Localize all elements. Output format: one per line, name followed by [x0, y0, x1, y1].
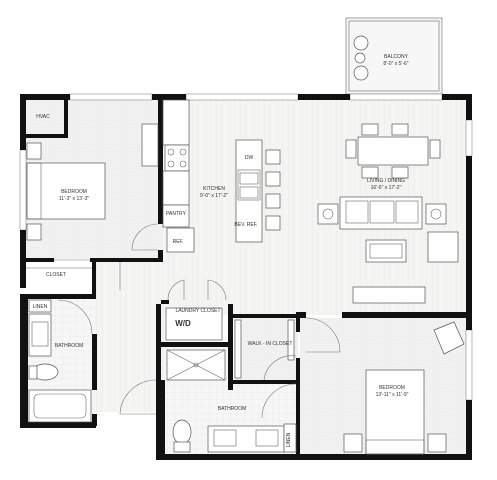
closet-rod-icon	[287, 319, 295, 361]
closet1-label: CLOSET	[46, 272, 66, 278]
windows	[19, 93, 473, 401]
bathtub-icon	[28, 389, 92, 423]
hallway	[119, 262, 157, 415]
armchair-icon	[427, 231, 459, 263]
dining-chair-icon	[361, 123, 379, 136]
bed-icon	[365, 369, 425, 455]
bedroom-1: BEDROOM 11'-3" x 13'-3"	[26, 123, 159, 251]
closet-1: CLOSET	[26, 259, 92, 278]
balcony: BALCONY 8'-0" x 5'-6"	[345, 17, 443, 95]
laundry-label: LAUNDRY CLOSET	[175, 308, 220, 314]
walk-in-closet: WALK - IN CLOSET	[234, 319, 297, 381]
cooktop-icon	[164, 144, 190, 172]
bedroom2-door-icon	[305, 317, 341, 353]
coffee-table-icon	[365, 239, 407, 263]
sofa-icon	[339, 196, 423, 230]
refrigerator-icon	[166, 227, 195, 253]
bedroom2-label: BEDROOM	[379, 385, 405, 391]
closet-rod-icon	[234, 319, 242, 379]
living-dining: LIVING / DINING 16'-6" x 17'-2"	[317, 123, 459, 304]
stool-icon	[265, 215, 281, 231]
kitchen-counter-icon	[162, 99, 190, 146]
wd-label: W/D	[175, 319, 191, 328]
bath1-inner-door-icon	[57, 299, 93, 335]
bed-icon	[26, 162, 106, 220]
nightstand-icon	[343, 433, 363, 453]
bedroom1-label: BEDROOM	[61, 189, 87, 195]
laundry-closet: LAUNDRY CLOSET W/D	[165, 279, 227, 341]
dining-chair-icon	[391, 166, 409, 179]
living-dims: 16'-6" x 17'-2"	[371, 185, 402, 191]
bathroom-2: LINEN BATHROOM	[172, 383, 297, 453]
bathroom1-label: BATHROOM	[55, 343, 84, 349]
dining-chair-icon	[429, 139, 441, 159]
media-console-icon	[352, 286, 426, 304]
balcony-label: BALCONY	[384, 54, 409, 60]
laundry-door-icon	[167, 279, 185, 301]
balcony-table-icon	[354, 52, 366, 64]
bathroom-1: LINEN BATHROOM	[28, 299, 93, 423]
hvac-room: HVAC	[36, 114, 50, 120]
living-label: LIVING / DINING	[367, 178, 405, 184]
stool-icon	[265, 171, 281, 187]
side-table-icon	[425, 203, 447, 225]
bathroom2-label: BATHROOM	[218, 406, 247, 412]
pantry-label: PANTRY	[166, 211, 186, 217]
linen2-shelf-icon	[283, 423, 297, 453]
balcony-chair-bottom-icon	[353, 65, 369, 81]
linen1-shelf-icon	[28, 299, 52, 313]
balcony-dims: 8'-0" x 5'-6"	[383, 61, 408, 67]
nightstand-icon	[26, 223, 42, 241]
double-vanity-icon	[207, 425, 285, 453]
side-table-icon	[317, 203, 339, 225]
walkin-door-icon	[263, 355, 297, 381]
kitchen-counter-icon	[162, 170, 190, 206]
balcony-chair-top-icon	[353, 35, 369, 51]
bedroom1-dims: 11'-3" x 13'-3"	[59, 196, 90, 202]
linen2-label: LINEN	[286, 432, 292, 447]
accent-chair-icon	[433, 321, 465, 355]
bedroom2-dims: 13'-11" x 11'-9"	[376, 392, 409, 398]
stool-icon	[265, 149, 281, 165]
dresser-icon	[141, 123, 159, 167]
washer-dryer-icon	[165, 307, 223, 341]
dining-table-icon	[357, 136, 429, 166]
kitchen-island-icon	[235, 139, 263, 243]
bev-ref-label: BEV. REF.	[234, 222, 257, 228]
walkin-label: WALK - IN CLOSET	[248, 341, 293, 347]
sink-icon	[237, 169, 261, 201]
hvac-label: HVAC	[36, 114, 50, 120]
nightstand-icon	[26, 142, 42, 160]
bedroom-2: BEDROOM 13'-11" x 11'-9"	[305, 317, 465, 455]
kitchen: PANTRY REF. KITCHEN 9'-0" x 17'-2" DW BE…	[162, 99, 281, 253]
dw-label: DW	[245, 155, 254, 161]
linen1-label: LINEN	[33, 304, 48, 310]
ref-label: REF.	[173, 239, 184, 245]
dining-chair-icon	[345, 139, 357, 159]
dining-chair-icon	[361, 166, 379, 179]
stool-icon	[265, 193, 281, 209]
bath2-door-icon	[261, 383, 297, 419]
shower	[166, 349, 226, 381]
pantry-icon	[162, 204, 190, 228]
nightstand-icon	[427, 433, 447, 453]
dining-chair-icon	[391, 123, 409, 136]
vanity-icon	[28, 313, 52, 357]
kitchen-label: KITCHEN	[203, 186, 225, 192]
bath1-door-icon	[119, 379, 157, 415]
toilet-icon	[172, 419, 192, 445]
walls	[20, 94, 472, 460]
kitchen-dims: 9'-0" x 17'-2"	[200, 193, 228, 199]
bedroom1-door-icon	[131, 223, 159, 251]
